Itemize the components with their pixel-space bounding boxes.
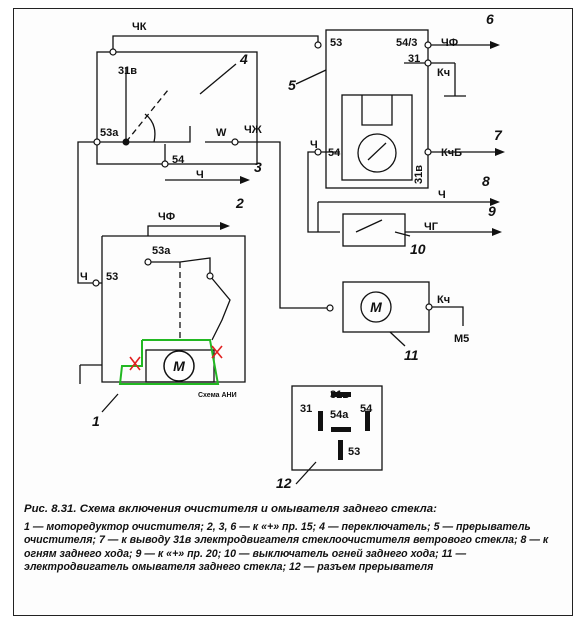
motor-1-label: М: [173, 358, 185, 374]
conn-label-31: 31: [300, 403, 312, 415]
label-w: W: [216, 127, 227, 139]
arrow-2: [220, 222, 230, 230]
caption-title: Рис. 8.31. Схема включения очистителя и …: [24, 503, 437, 515]
label-chf-1: ЧФ: [158, 211, 175, 223]
callout-6: 6: [486, 11, 494, 27]
callout-numbers: 1 2 3 4 5 6 7 8 9 10 11 12: [92, 11, 503, 491]
label-53-motor: 53: [106, 271, 118, 283]
callout-8: 8: [482, 173, 490, 189]
wiring-diagram: М М ЧК 31в 53а W ЧЖ 54 Ч ЧФ 53а Ч 53 53 …: [77, 11, 505, 491]
callout-2: 2: [235, 195, 244, 211]
callout-7: 7: [494, 127, 503, 143]
green-outline: [118, 339, 220, 385]
label-ch-1: Ч: [196, 169, 204, 181]
callout-9: 9: [488, 203, 496, 219]
pin-54: [365, 411, 370, 431]
motor-1: М: [163, 350, 195, 382]
label-54-relay: 54: [328, 147, 341, 159]
caption-legend: 1 — моторедуктор очистителя; 2, 3, 6 — к…: [24, 520, 549, 574]
label-ch-4: Ч: [438, 189, 446, 201]
label-chg: ЧГ: [424, 221, 439, 233]
arrow-9: [492, 228, 502, 236]
callout-4: 4: [239, 51, 248, 67]
figure-frame: [13, 8, 573, 616]
label-31v-relay: 31в: [413, 165, 425, 184]
arrow-3: [240, 176, 250, 184]
pin-53: [338, 440, 343, 460]
callout-12: 12: [276, 475, 292, 491]
label-chzh: ЧЖ: [244, 124, 262, 136]
red-x-right: [211, 345, 223, 359]
hand-annotations: [118, 339, 223, 385]
label-kch-2: Кч: [437, 294, 450, 306]
label-54-3: 54/3: [396, 37, 417, 49]
callout-3: 3: [254, 159, 262, 175]
relay-5-body: [325, 29, 429, 189]
label-54-switch: 54: [172, 154, 185, 166]
red-x-left: [129, 356, 141, 371]
pin-31: [318, 411, 323, 431]
arrow-6: [490, 41, 500, 49]
label-ch-3: Ч: [310, 139, 318, 151]
arrows: [220, 41, 505, 236]
motor-2-label: М: [370, 299, 382, 315]
arrow-8: [490, 198, 500, 206]
label-53a-switch: 53а: [100, 127, 119, 139]
callout-11: 11: [404, 347, 419, 363]
pin-31v: [331, 392, 351, 397]
label-chf-2: ЧФ: [441, 37, 458, 49]
label-chk: ЧК: [132, 21, 147, 33]
label-scheme-ani: Схема АНИ: [198, 392, 237, 399]
callout-10: 10: [410, 241, 426, 257]
label-31: 31: [408, 53, 420, 65]
conn-label-53: 53: [348, 446, 360, 458]
conn-label-54a: 54а: [330, 409, 349, 421]
label-31v-switch: 31в: [118, 65, 137, 77]
label-53a-motor: 53а: [152, 245, 171, 257]
callout-5: 5: [288, 77, 296, 93]
label-53-relay: 53: [330, 37, 342, 49]
wires: [77, 29, 495, 485]
arrow-7: [495, 148, 505, 156]
label-kchb: КчБ: [441, 147, 462, 159]
wire-chk: [112, 35, 319, 52]
terminals: [92, 41, 433, 460]
conn-label-54: 54: [360, 403, 373, 415]
switch-4-body: [96, 51, 258, 165]
callout-1: 1: [92, 413, 100, 429]
pin-54a: [331, 427, 351, 432]
label-kch-1: Кч: [437, 67, 450, 79]
figure-caption: Рис. 8.31. Схема включения очистителя и …: [24, 503, 564, 575]
label-m5: М5: [454, 333, 469, 345]
conn-label-31v: 31в: [330, 389, 349, 401]
wire-labels: ЧК 31в 53а W ЧЖ 54 Ч ЧФ 53а Ч 53 53 54/3…: [80, 21, 469, 399]
label-ch-2: Ч: [80, 271, 88, 283]
connector-12-labels: 31в 31 54а 54 53: [300, 389, 373, 458]
